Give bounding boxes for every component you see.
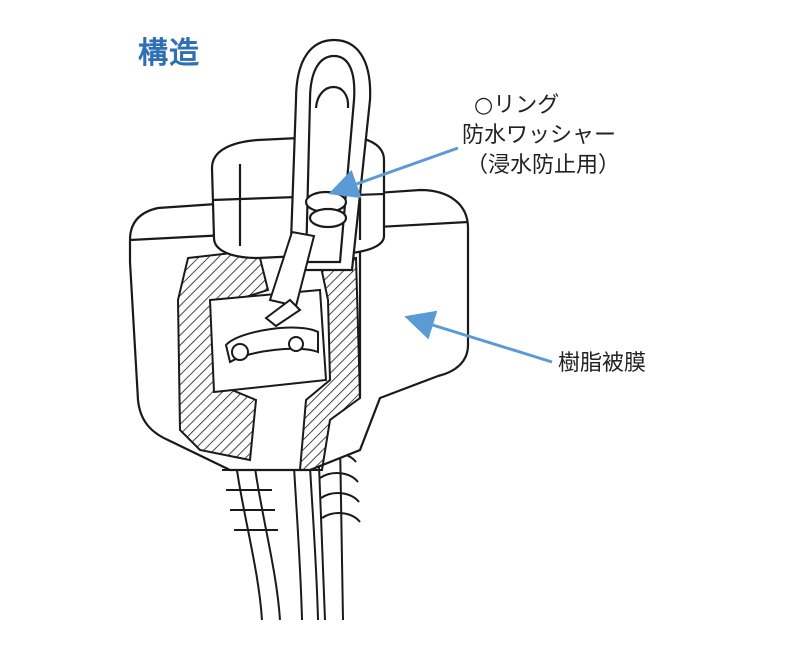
resin-coating-label: 樹脂被膜 <box>558 351 647 376</box>
resin-arrow <box>404 310 553 364</box>
page-title: 構造 <box>138 36 200 71</box>
loop-terminal <box>288 38 372 272</box>
washer-purpose-label: （浸水防止用） <box>466 153 621 178</box>
inner-cavity <box>208 288 328 394</box>
callout-arrows <box>328 146 553 364</box>
oring-arrow <box>328 146 459 199</box>
right-cable <box>317 439 361 621</box>
washer-label: 防水ワッシャー <box>462 123 617 148</box>
oring-label: ○リング <box>474 93 560 118</box>
cutaway-section-right <box>298 256 362 471</box>
terminal-shaft <box>264 230 316 328</box>
